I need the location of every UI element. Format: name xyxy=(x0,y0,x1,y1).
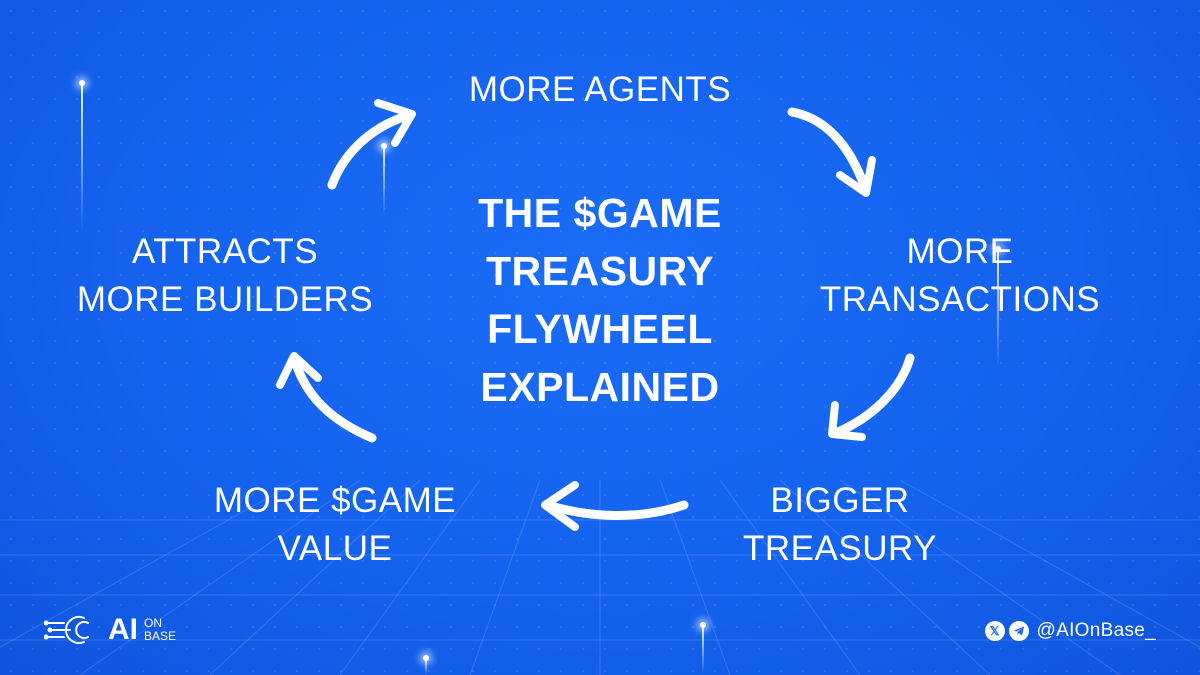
social-handle: 𝕏 @AIOnBase_ xyxy=(984,620,1156,642)
step-label: TRANSACTIONS xyxy=(819,280,1101,319)
logo-subtext: ON BASE xyxy=(144,617,176,643)
title-line: THE $GAME xyxy=(478,190,722,236)
logo-text: AI xyxy=(108,613,138,646)
handle-text[interactable]: @AIOnBase_ xyxy=(1036,620,1156,641)
step-label: MORE BUILDERS xyxy=(76,280,374,319)
step-label: BIGGER xyxy=(770,481,910,520)
x-icon[interactable]: 𝕏 xyxy=(984,621,1005,641)
arrow-top-left xyxy=(327,99,416,190)
circuit-icon xyxy=(44,616,89,644)
step-label: MORE AGENTS xyxy=(468,70,732,109)
light-streak xyxy=(423,655,429,675)
step-label: VALUE xyxy=(277,529,393,568)
light-streak xyxy=(700,622,706,674)
brand-logo: AI ON BASE xyxy=(44,614,176,646)
light-streak xyxy=(995,246,1001,368)
logo-sub-line: ON xyxy=(144,616,162,630)
page-title: THE $GAME TREASURY FLYWHEEL EXPLAINED xyxy=(430,184,770,416)
light-streak xyxy=(381,143,387,215)
step-attracts-builders: ATTRACTS MORE BUILDERS xyxy=(50,228,400,324)
step-more-agents: MORE AGENTS xyxy=(430,66,770,114)
step-more-transactions: MORE TRANSACTIONS xyxy=(790,228,1130,324)
title-line: FLYWHEEL xyxy=(487,306,713,352)
step-more-game-value: MORE $GAME VALUE xyxy=(175,477,495,573)
arrow-left-up xyxy=(276,352,377,443)
step-label: ATTRACTS xyxy=(131,232,319,271)
light-streak xyxy=(79,80,85,232)
step-label: MORE $GAME xyxy=(213,481,457,520)
arrow-top-right xyxy=(787,107,876,197)
arrow-bottom-left xyxy=(541,481,689,531)
arrow-right-down xyxy=(828,353,915,441)
step-bigger-treasury: BIGGER TREASURY xyxy=(680,477,1000,573)
telegram-icon[interactable] xyxy=(1008,621,1029,641)
logo-sub-line: BASE xyxy=(144,629,177,643)
step-label: MORE xyxy=(906,232,1014,271)
step-label: TREASURY xyxy=(743,529,937,568)
title-line: TREASURY xyxy=(486,248,714,294)
title-line: EXPLAINED xyxy=(480,364,720,410)
